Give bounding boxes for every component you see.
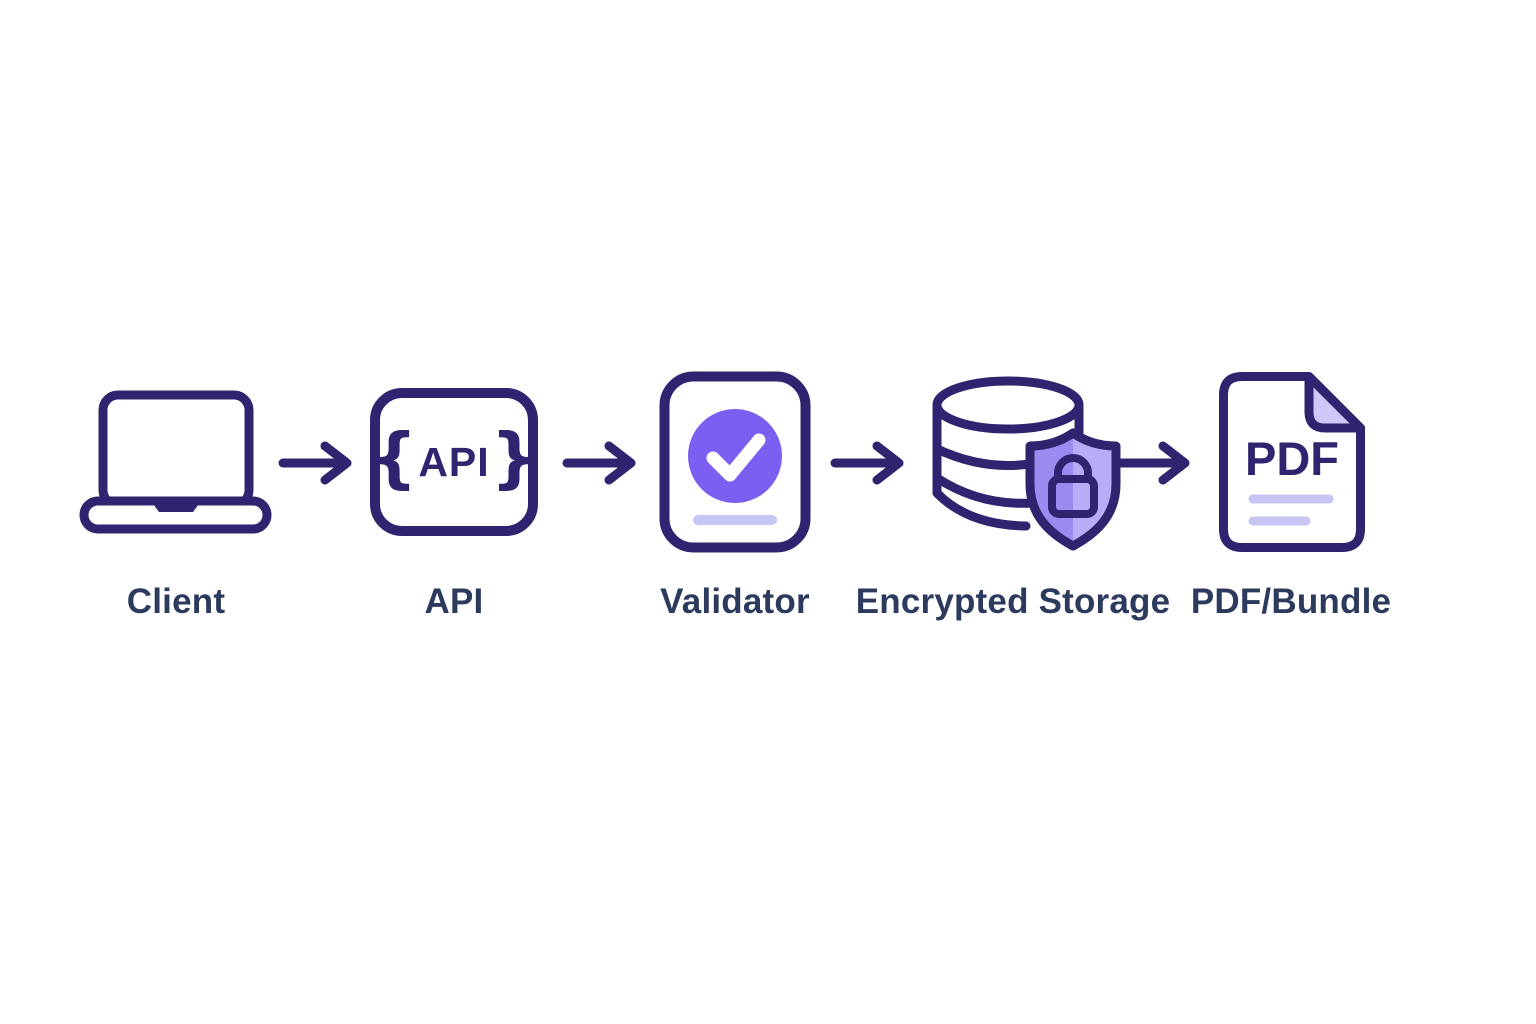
lock-icon (1054, 454, 1092, 483)
check-circle (688, 409, 782, 503)
pdf-document-icon: PDF (1219, 372, 1365, 552)
stage-label-output: PDF/Bundle (1190, 582, 1392, 621)
api-brace-right: } (490, 419, 538, 496)
database-shield-lock-icon (932, 376, 1121, 551)
folded-corner (1304, 372, 1365, 433)
checkmark-icon (706, 433, 766, 482)
shield-lock-icon (1025, 428, 1121, 551)
stage-label-client: Client (126, 582, 226, 621)
stage-label-storage: Encrypted Storage (855, 582, 1171, 621)
pdf-icon-text: PDF (1245, 432, 1339, 485)
api-braces-icon: { API } (370, 388, 538, 536)
flow-arrow-icon (278, 441, 352, 485)
stage-label-api: API (424, 582, 484, 621)
database-cylinder (932, 376, 1084, 531)
flow-arrow-icon (1116, 441, 1190, 485)
api-brace-left: { (370, 419, 418, 496)
stage-label-validator: Validator (660, 582, 810, 621)
laptop-icon (79, 390, 272, 534)
flow-arrow-icon (562, 441, 636, 485)
api-icon-text: API (418, 438, 490, 485)
flow-arrow-icon (830, 441, 904, 485)
document-checkmark-icon (659, 371, 811, 553)
